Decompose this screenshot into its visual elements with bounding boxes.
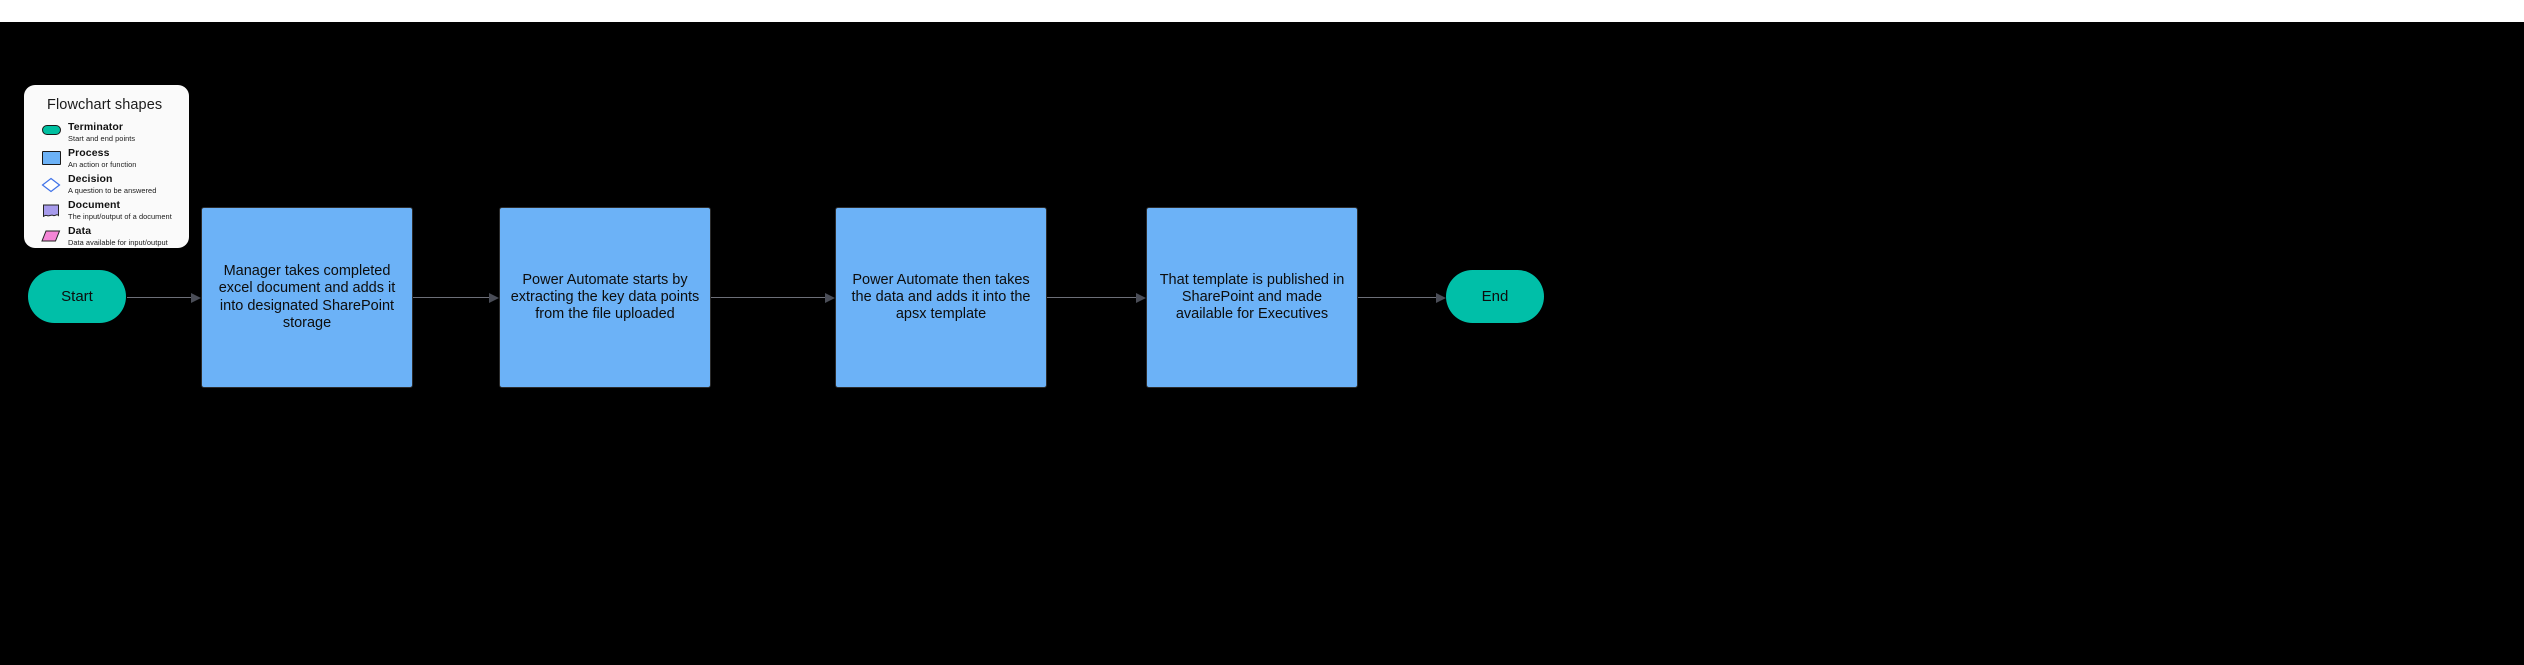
- legend-item-description: Start and end points: [68, 134, 136, 144]
- connector-line: [127, 297, 191, 298]
- arrowhead-icon: [1136, 293, 1146, 303]
- legend-item-name: Data: [68, 224, 92, 237]
- data-parallelogram-icon: [41, 230, 61, 242]
- legend-item-document: Document The input/output of a document: [36, 199, 177, 222]
- flow-node-step1[interactable]: Manager takes completed excel document a…: [201, 207, 413, 388]
- legend-item-data: Data Data available for input/output: [36, 225, 177, 248]
- legend-item-decision: Decision A question to be answered: [36, 173, 177, 196]
- connector-start-to-step1: [127, 293, 201, 303]
- legend-item-description: The input/output of a document: [68, 212, 172, 222]
- decision-diamond-icon: [41, 177, 61, 193]
- flow-node-end[interactable]: End: [1446, 270, 1544, 323]
- legend-item-text: Process An action or function: [66, 147, 177, 170]
- arrowhead-icon: [191, 293, 201, 303]
- decision-shape-icon: [36, 173, 66, 193]
- arrowhead-icon: [825, 293, 835, 303]
- legend-item-description: An action or function: [68, 160, 137, 170]
- arrowhead-icon: [489, 293, 499, 303]
- legend-item-terminator: Terminator Start and end points: [36, 121, 177, 144]
- flow-node-label: Manager takes completed excel document a…: [218, 263, 396, 331]
- flow-node-label: Power Automate then takes the data and a…: [851, 271, 1031, 323]
- legend-item-text: Document The input/output of a document: [66, 199, 177, 222]
- connector-step3-to-step4: [1047, 293, 1146, 303]
- legend-item-name: Process: [68, 146, 110, 159]
- flowchart-shapes-legend: Flowchart shapes Terminator Start and en…: [24, 85, 189, 248]
- connector-line: [1358, 297, 1436, 298]
- document-shape-icon: [36, 199, 66, 219]
- legend-item-text: Decision A question to be answered: [66, 173, 177, 196]
- legend-item-name: Terminator: [68, 120, 124, 133]
- connector-line: [413, 297, 489, 298]
- document-wave-icon: [43, 204, 59, 218]
- terminator-shape-icon: [36, 121, 66, 135]
- process-shape-icon: [36, 147, 66, 165]
- legend-item-description: Data available for input/output: [68, 238, 168, 248]
- flow-node-label: Start: [61, 288, 93, 305]
- flow-node-step2[interactable]: Power Automate starts by extracting the …: [499, 207, 711, 388]
- top-white-strip: [0, 0, 2524, 22]
- legend-item-text: Data Data available for input/output: [66, 225, 177, 248]
- flow-node-step4[interactable]: That template is published in SharePoint…: [1146, 207, 1358, 388]
- legend-item-name: Document: [68, 198, 121, 211]
- connector-line: [1047, 297, 1136, 298]
- flow-node-step3[interactable]: Power Automate then takes the data and a…: [835, 207, 1047, 388]
- legend-item-description: A question to be answered: [68, 186, 157, 196]
- flow-node-label: End: [1481, 288, 1509, 305]
- flow-node-label: That template is published in SharePoint…: [1159, 271, 1345, 323]
- connector-step2-to-step3: [711, 293, 835, 303]
- legend-title: Flowchart shapes: [47, 97, 163, 113]
- connector-step1-to-step2: [413, 293, 499, 303]
- legend-item-text: Terminator Start and end points: [66, 121, 177, 144]
- arrowhead-icon: [1436, 293, 1446, 303]
- legend-item-name: Decision: [68, 172, 113, 185]
- legend-item-process: Process An action or function: [36, 147, 177, 170]
- flow-node-start[interactable]: Start: [28, 270, 126, 323]
- connector-step4-to-end: [1358, 293, 1446, 303]
- flow-node-label: Power Automate starts by extracting the …: [510, 271, 700, 323]
- connector-line: [711, 297, 825, 298]
- data-shape-icon: [36, 225, 66, 243]
